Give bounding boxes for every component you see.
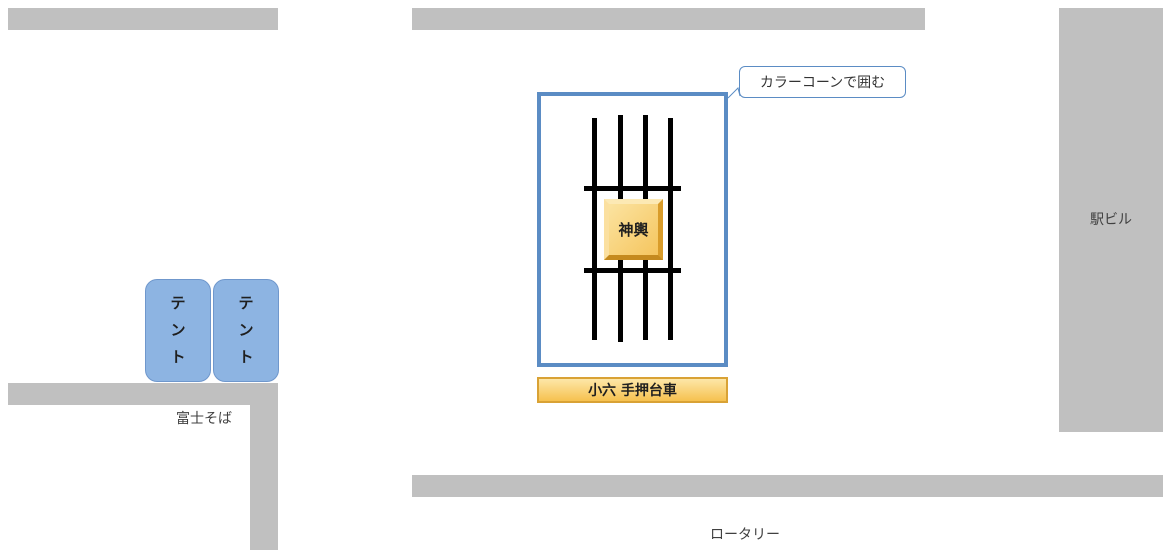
tent-char: ト bbox=[238, 348, 254, 366]
wall-left-vertical bbox=[250, 383, 278, 550]
wall-left-horizontal bbox=[8, 383, 278, 405]
tent-char: ン bbox=[170, 321, 186, 339]
wall-top-left bbox=[8, 8, 278, 30]
mikoshi-pole bbox=[668, 118, 673, 340]
mikoshi-pole bbox=[592, 118, 597, 340]
tent-char: ン bbox=[238, 321, 254, 339]
station-building-label: 駅ビル bbox=[1090, 212, 1132, 228]
fuji-soba-label: 富士そば bbox=[176, 411, 232, 427]
wall-top-center bbox=[412, 8, 925, 30]
tent-char: ト bbox=[170, 348, 186, 366]
mikoshi-crossbar bbox=[584, 186, 681, 191]
tent-2: テ ン ト bbox=[213, 279, 279, 382]
callout: カラーコーンで囲む bbox=[739, 66, 906, 98]
station-building bbox=[1059, 8, 1163, 432]
tent-char: テ bbox=[238, 294, 254, 312]
mikoshi-label: 神輿 bbox=[618, 221, 649, 239]
wall-bottom bbox=[412, 475, 1163, 497]
tent-char: テ bbox=[170, 294, 186, 312]
tent-1: テ ン ト bbox=[145, 279, 211, 382]
callout-text: カラーコーンで囲む bbox=[759, 75, 886, 91]
mikoshi: 神輿 bbox=[604, 199, 663, 260]
hand-cart-label: 小六 手押台車 bbox=[588, 383, 677, 399]
mikoshi-crossbar bbox=[584, 268, 681, 273]
rotary-label: ロータリー bbox=[710, 527, 780, 543]
hand-cart: 小六 手押台車 bbox=[537, 377, 728, 403]
